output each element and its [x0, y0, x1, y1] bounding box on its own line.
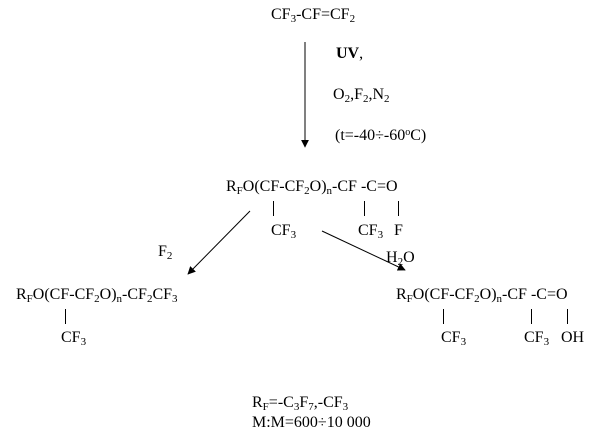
- acyl-fluoride-bond-1: [273, 201, 274, 216]
- acyl-fluoride-bond-2: [364, 201, 365, 216]
- acyl-fluoride-bond-3: [398, 201, 399, 216]
- carboxylic-acid-bond-1: [443, 309, 444, 324]
- acyl-fluoride-cf3-2: CF3: [358, 222, 384, 241]
- hydrolysis-arrow: [321, 230, 406, 271]
- carboxylic-acid-formula: RFO(CF-CF2O)n-CF -C=O: [396, 286, 568, 305]
- acyl-fluoride-cf3-1: CF3: [271, 222, 297, 241]
- carboxylic-acid-bond-3: [567, 309, 568, 324]
- acyl-fluoride-formula: RFO(CF-CF2O)n-CF -C=O: [226, 178, 398, 197]
- carboxylic-acid-cf3-1: CF3: [441, 329, 467, 348]
- perfluoropolyether-formula: RFO(CF-CF2O)n-CF2CF3: [16, 286, 178, 305]
- molecular-mass-range: M:M=600÷10 000: [252, 414, 371, 431]
- water-reagent-label: H2O: [386, 249, 415, 268]
- rf-definition: RF=-C3F7,-CF3: [252, 394, 349, 413]
- monomer-formula: CF3-CF=CF2: [271, 6, 356, 25]
- carboxylic-acid-bond-2: [531, 309, 532, 324]
- uv-condition-label: UV,: [336, 45, 364, 62]
- temperature-condition-label: (t=-40÷-60oC): [335, 127, 427, 144]
- carboxylic-acid-cf3-2: CF3: [524, 329, 550, 348]
- perfluoropolyether-cf3: CF3: [61, 329, 87, 348]
- perfluoropolyether-bond: [65, 309, 66, 324]
- fluorine-reagent-label: F2: [158, 243, 173, 262]
- carboxylic-acid-oh: OH: [561, 329, 585, 346]
- fluorination-arrow: [187, 210, 251, 275]
- acyl-fluoride-f: F: [394, 222, 403, 239]
- gases-condition-label: O2,F2,N2: [333, 86, 390, 105]
